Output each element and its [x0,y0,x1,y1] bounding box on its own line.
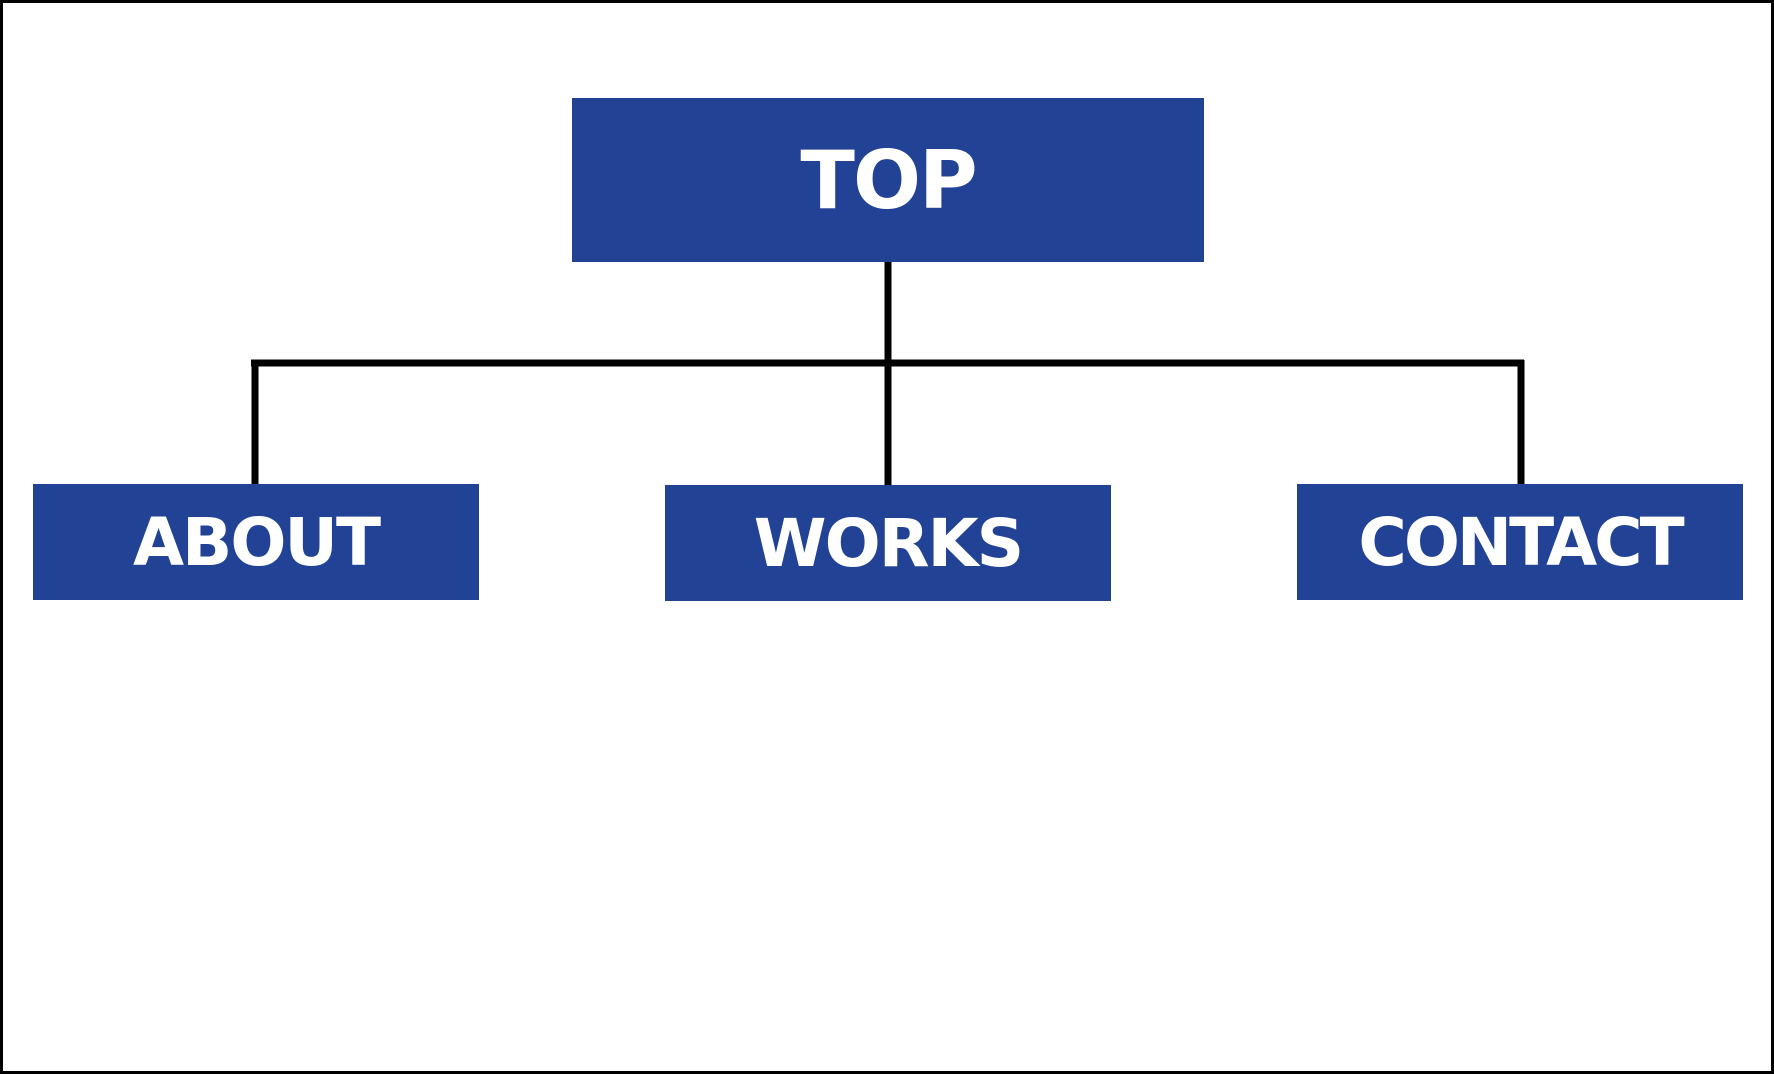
node-works: WORKS [665,485,1111,601]
node-top: TOP [572,98,1204,262]
node-contact: CONTACT [1297,484,1743,600]
node-about: ABOUT [33,484,479,600]
